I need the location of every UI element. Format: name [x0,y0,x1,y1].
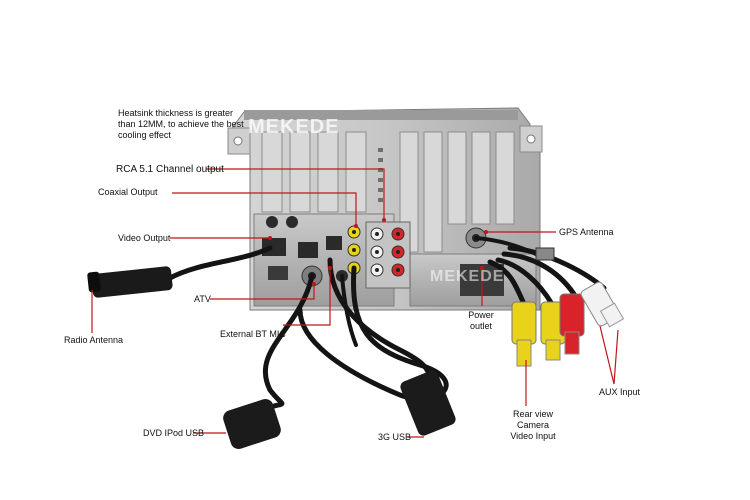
gps-antenna-label: GPS Antenna [559,227,614,237]
usb-3g-label: 3G USB [378,432,412,442]
usb-3g-plug [400,370,456,436]
coaxial-output-label: Coaxial Output [98,187,158,197]
cables [167,236,607,413]
brand-watermark: MEKEDE [248,116,340,138]
dvd-ipod-usb-plug [223,399,281,449]
rear-camera-label: Rear view Camera Video Input [510,409,556,441]
pointer-dots [268,218,488,286]
rca-plugs [511,281,625,367]
head-unit-chassis [227,107,543,311]
brand-watermark-lower: MEKEDE [430,268,505,285]
pointer-lines [91,168,619,438]
power-outlet-label: Power outlet [468,310,494,331]
atv-label: ATV [194,294,211,304]
radio-antenna-plug [87,266,173,298]
aux-input-label: AUX Input [599,387,641,397]
video-output-label: Video Output [118,233,171,243]
rca-output-label: RCA 5.1 Channel output [116,164,224,175]
dvd-ipod-usb-label: DVD IPod USB [143,428,205,438]
radio-antenna-label: Radio Antenna [64,335,124,345]
heatsink-label: Heatsink thickness is greater than 12MM,… [118,108,244,140]
external-bt-mic-label: External BT MIC [220,329,286,339]
gps-connector [535,247,555,261]
rca-cluster [347,221,411,289]
